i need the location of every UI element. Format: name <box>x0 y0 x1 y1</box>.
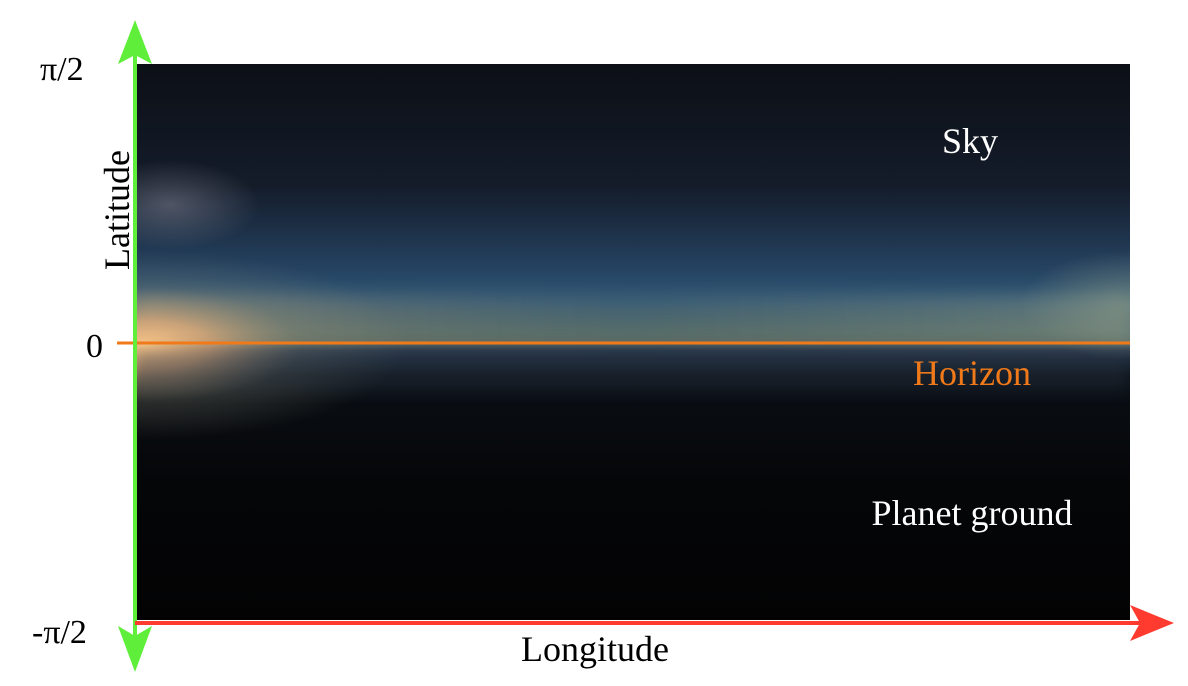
latitude-tick-zero: 0 <box>86 328 103 365</box>
planet-ground-label: Planet ground <box>872 493 1073 533</box>
latitude-axis-title: Latitude <box>97 150 137 270</box>
longitude-axis-title: Longitude <box>521 629 669 669</box>
sky-label: Sky <box>942 121 998 161</box>
longitude-axis-arrow <box>135 605 1174 641</box>
latitude-tick-bottom: -π/2 <box>32 614 87 651</box>
horizon-label: Horizon <box>913 353 1031 393</box>
latitude-tick-top: π/2 <box>40 51 84 88</box>
latitude-axis-arrow <box>118 20 152 672</box>
